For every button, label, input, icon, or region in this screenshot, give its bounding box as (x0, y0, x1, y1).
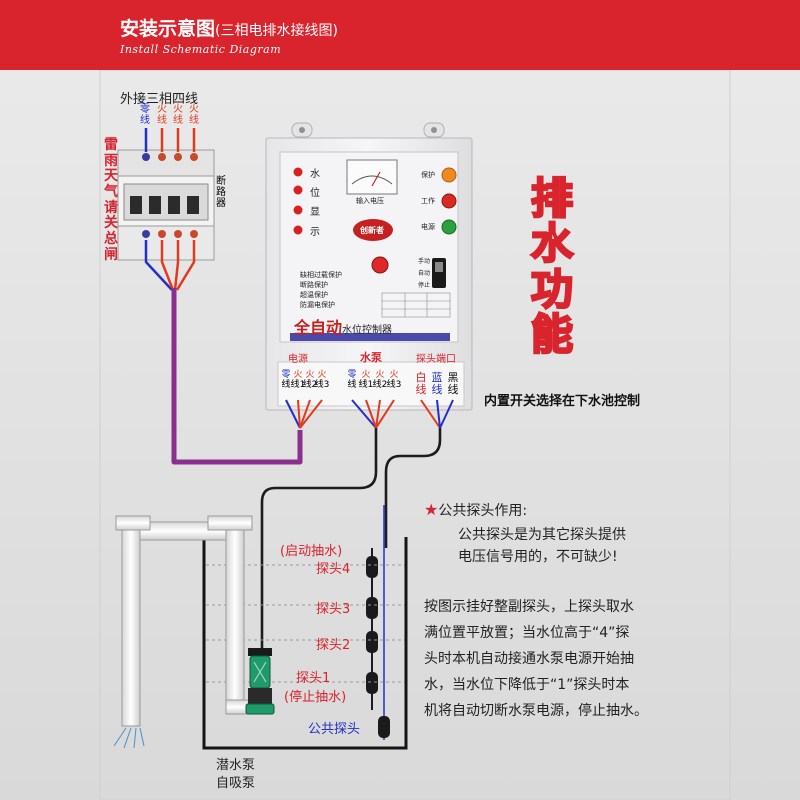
probe-2-label: 探头2 (316, 638, 351, 653)
circuit-breaker (117, 149, 215, 261)
common-probe-title-text: 公共探头作用: (438, 503, 528, 519)
thunderstorm-warning: 雷雨天气请关总闸 (104, 137, 118, 263)
power-terminal-live2: 火线2 (302, 370, 318, 391)
breaker-output-wires (144, 240, 196, 291)
title-text: 安装示意图 (120, 18, 216, 40)
drainage-function-label: 排水功能 (530, 174, 575, 360)
pump-label-selfpriming: 自吸泵 (216, 776, 256, 791)
title-english: Install Schematic Diagram (120, 43, 282, 56)
subtitle-text: (三相电排水接线图) (215, 23, 338, 39)
breaker-wire-label-live3: 火线 (189, 104, 199, 127)
instruction-line: 水，当水位下降低于“1”探头时本 (424, 677, 630, 693)
status-label-protect: 保护 (421, 171, 435, 179)
stop-pump-label: (停止抽水) (284, 690, 347, 705)
panel-border (99, 69, 731, 800)
controller-title-small: 水位控制器 (342, 325, 393, 336)
page-title: 安装示意图(三相电排水接线图) (120, 14, 338, 41)
controller-box (265, 122, 473, 411)
mode-label-manual: 手动 (418, 258, 431, 265)
water-pipe (115, 515, 263, 727)
controller-title-main: 全自动 (294, 318, 343, 337)
breaker-wire-label-neutral: 零线 (140, 104, 150, 127)
pump-terminal-live3: 火线3 (386, 370, 402, 391)
instruction-line: 按图示挂好整副探头，上探头取水 (424, 599, 634, 615)
brand-logo: 创新者 (360, 226, 384, 235)
pump-terminal-live2: 火线2 (372, 370, 388, 391)
pump-label-submersible: 潜水泵 (216, 758, 256, 773)
breaker-wire-label-live1: 火线 (157, 104, 167, 127)
power-cable (171, 288, 303, 465)
mode-label-stop: 停止 (418, 282, 431, 289)
start-pump-label: (启动抽水) (280, 544, 343, 559)
level-label-3: 显 (310, 207, 320, 218)
breaker-label: 断路器 (216, 176, 226, 210)
meter-caption: 输入电压 (356, 197, 384, 205)
power-terminal-neutral: 零线 (281, 370, 291, 391)
probe-3-label: 探头3 (316, 602, 351, 617)
status-label-power: 电源 (421, 223, 435, 231)
probe-terminal-black: 黑线 (447, 371, 459, 397)
power-terminal-live1: 火线1 (290, 370, 306, 391)
common-probe-line1: 公共探头是为其它探头提供 (458, 527, 626, 543)
controller-title: 全自动水位控制器 (294, 314, 392, 338)
power-terminal-live3: 火线3 (314, 370, 330, 391)
switch-note: 内置开关选择在下水池控制 (484, 394, 641, 409)
instruction-line: 满位置平放置；当水位高于“4”探 (424, 625, 630, 641)
header-banner: 安装示意图(三相电排水接线图) Install Schematic Diagra… (0, 0, 800, 70)
level-label-1: 水 (310, 169, 320, 180)
feature-3: 超温保护 (300, 291, 328, 299)
instruction-line: 头时本机自动接通水泵电源开始抽 (424, 651, 634, 667)
common-probe-label: 公共探头 (308, 722, 361, 737)
breaker-wire-label-live2: 火线 (173, 104, 183, 127)
breaker-input-wires (144, 128, 196, 152)
terminal-wires (285, 399, 454, 429)
section-probe: 探头端口 (416, 354, 456, 365)
submersible-pump (245, 648, 275, 715)
pump-terminal-live1: 火线1 (358, 370, 374, 391)
section-power: 电源 (288, 354, 308, 365)
instructions: 按图示挂好整副探头，上探头取水 满位置平放置；当水位高于“4”探 头时本机自动接… (424, 594, 648, 724)
status-label-work: 工作 (421, 197, 435, 205)
feature-4: 防漏电保护 (300, 301, 335, 309)
feature-1: 缺相过载保护 (300, 271, 342, 279)
water-tank (202, 537, 408, 750)
pump-cable (260, 428, 378, 650)
mode-label-auto: 自动 (418, 270, 431, 277)
probe-1-label: 探头1 (296, 671, 331, 686)
water-spray (113, 727, 145, 749)
section-pump: 水泵 (360, 351, 382, 364)
instruction-line: 机将自动切断水泵电源，停止抽水。 (424, 703, 648, 719)
probe-cable (384, 428, 442, 548)
level-label-4: 示 (310, 227, 320, 238)
pump-terminal-neutral: 零线 (347, 370, 357, 391)
breaker-caption: 外接三相四线 (120, 92, 199, 107)
probe-sensors (366, 556, 390, 738)
feature-2: 断路保护 (300, 281, 328, 289)
common-probe-title: ★公共探头作用: (424, 500, 527, 520)
common-probe-line2: 电压信号用的，不可缺少! (458, 549, 618, 565)
level-label-2: 位 (310, 188, 320, 199)
star-icon: ★ (424, 500, 439, 519)
probe-terminal-white: 白线 (415, 371, 427, 397)
probe-terminal-blue: 蓝线 (431, 371, 443, 397)
probe-4-label: 探头4 (316, 562, 351, 577)
